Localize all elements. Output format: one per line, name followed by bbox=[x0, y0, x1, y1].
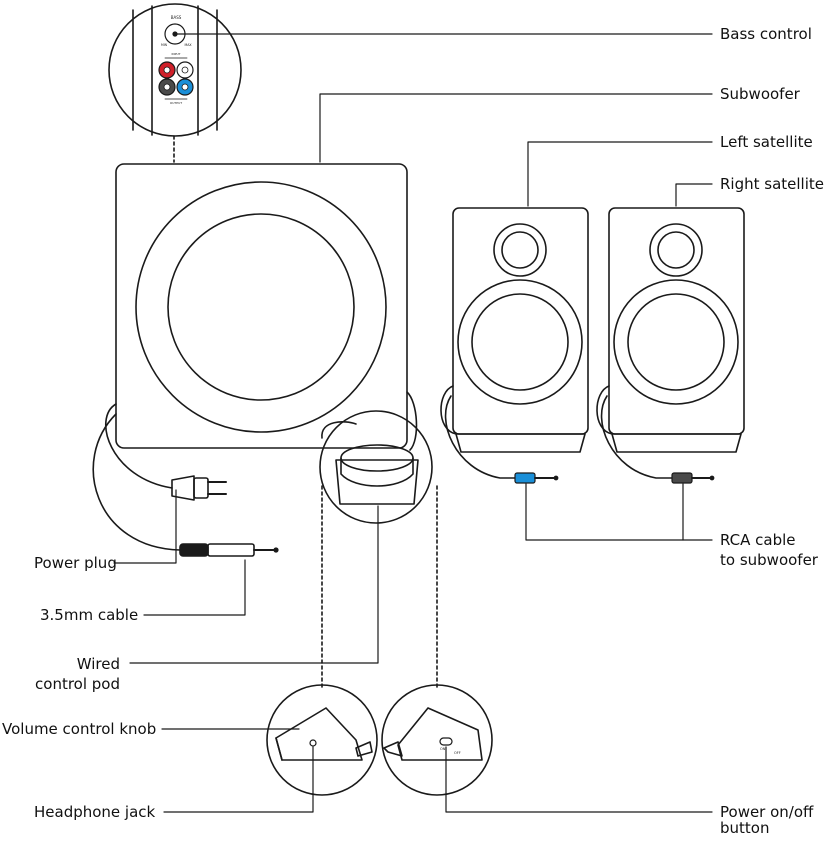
volume-knob-label: Volume control knob bbox=[2, 720, 157, 738]
bass-panel-zoom: BASS MIN MAX INPUT OUTPUT bbox=[108, 3, 242, 137]
rca-cable-label-line1: RCA cable bbox=[720, 531, 796, 549]
panel-bass-text: BASS bbox=[171, 15, 182, 20]
rca-jack-black bbox=[158, 78, 176, 96]
panel-output-text: OUTPUT bbox=[170, 101, 182, 105]
power-cable bbox=[105, 403, 173, 489]
leader-lines bbox=[113, 33, 713, 813]
right-satellite-leader bbox=[675, 183, 713, 207]
rca-jack-white bbox=[176, 61, 194, 79]
power-off-text: OFF bbox=[454, 751, 461, 755]
right-satellite-cable bbox=[600, 395, 715, 484]
power-button-label-line1: Power on/off bbox=[720, 803, 814, 821]
power-switch bbox=[439, 737, 453, 746]
left-satellite-cable bbox=[444, 395, 559, 484]
bass-control-label: Bass control bbox=[720, 25, 812, 43]
power-button-leader bbox=[445, 746, 713, 813]
subwoofer-label: Subwoofer bbox=[720, 85, 800, 103]
power-on-text: ON bbox=[440, 747, 446, 751]
pod-right-side-zoom: ON OFF bbox=[381, 684, 493, 796]
wired-pod-label-line2: control pod bbox=[35, 675, 120, 693]
wired-pod-leader bbox=[129, 505, 379, 664]
power-plug-label: Power plug bbox=[34, 554, 117, 572]
right-satellite bbox=[596, 207, 745, 453]
pod-left-side-zoom bbox=[266, 684, 378, 796]
headphone-jack-label: Headphone jack bbox=[34, 803, 156, 821]
rca-cable-label-line2: to subwoofer bbox=[720, 551, 818, 569]
audio-cable-35mm bbox=[92, 413, 279, 557]
rca-cable-leader bbox=[525, 483, 684, 541]
power-button-label-line2: button bbox=[720, 819, 770, 837]
subwoofer-leader bbox=[319, 93, 713, 163]
cable-35mm-leader bbox=[143, 559, 246, 616]
left-satellite bbox=[440, 207, 589, 453]
subwoofer bbox=[115, 163, 418, 451]
left-satellite-leader bbox=[527, 141, 713, 207]
panel-max-text: MAX bbox=[184, 43, 192, 47]
panel-min-text: MIN bbox=[161, 43, 168, 47]
wired-control-pod bbox=[319, 410, 433, 524]
left-satellite-label: Left satellite bbox=[720, 133, 813, 151]
right-satellite-label: Right satellite bbox=[720, 175, 824, 193]
headphone-jack-port bbox=[309, 739, 317, 747]
rca-jack-blue bbox=[176, 78, 194, 96]
power-plug-leader bbox=[113, 489, 177, 564]
panel-input-text: INPUT bbox=[172, 52, 181, 56]
cable-35mm-label: 3.5mm cable bbox=[40, 606, 139, 624]
headphone-jack-leader bbox=[163, 746, 314, 813]
power-plug bbox=[171, 475, 227, 501]
rca-jack-red bbox=[158, 61, 176, 79]
wired-pod-label-line1: Wired bbox=[76, 655, 120, 673]
